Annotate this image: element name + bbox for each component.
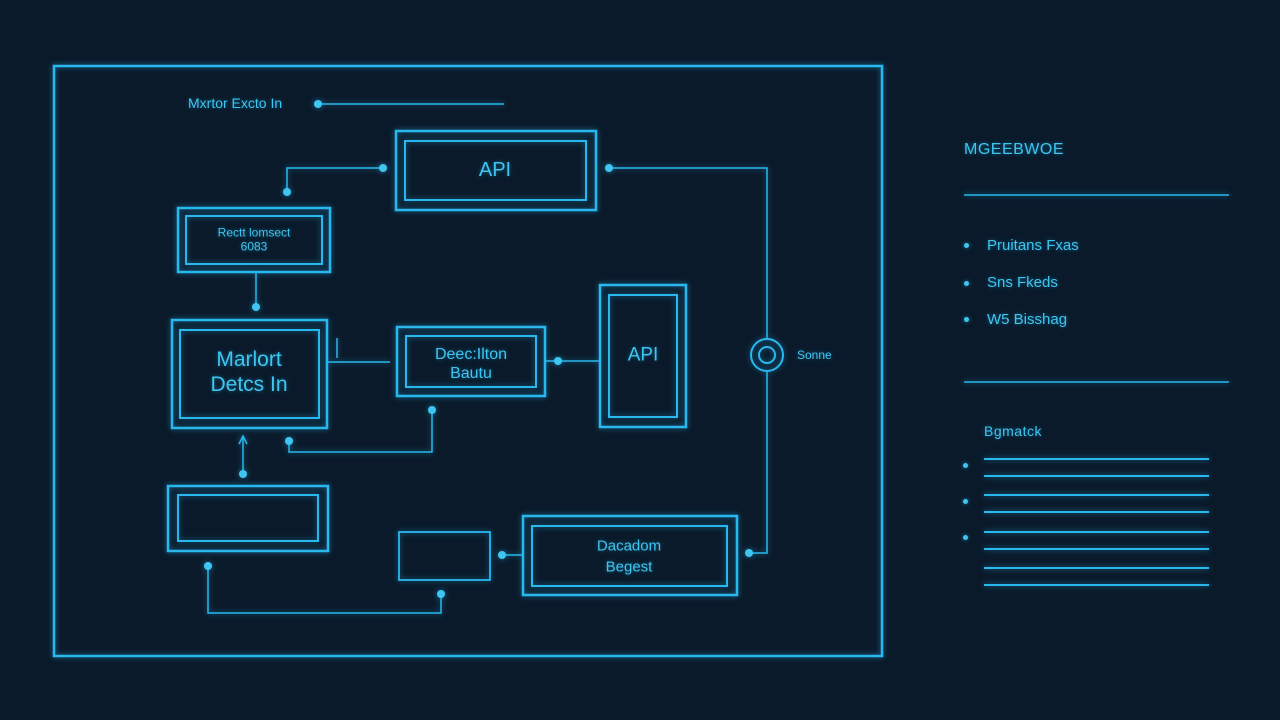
connector-arrow-up [238, 434, 248, 445]
circle-label: Sonne [797, 348, 832, 362]
sidebar-bullet-1 [964, 243, 969, 248]
sidebar-bullet-3 [964, 317, 969, 322]
sidebar-title: MGEEBWOE [964, 141, 1065, 158]
small-box-node [176, 206, 332, 274]
api-right-node [598, 283, 688, 429]
bottom-left-node [166, 484, 330, 553]
circle-node [750, 338, 784, 372]
decision-line1: Deec:Ilton [434, 345, 508, 363]
connector-api-to-smallbox [286, 167, 383, 192]
api-right-text: API [627, 344, 659, 366]
api-top-text: API [478, 159, 512, 181]
sidebar-bullet-2 [964, 281, 969, 286]
header-label: Mxrtor Excto In [188, 95, 283, 111]
sidebar-item-2: Sns Fkeds [987, 274, 1058, 291]
connector-decision-loop [288, 410, 433, 453]
market-label: Marlort Detcs In [210, 347, 287, 397]
sidebar-list-bullet-3 [963, 535, 968, 540]
market-line2: Detcs In [210, 373, 288, 396]
decision-label: Deec:Ilton Bautu [435, 345, 507, 383]
bottom-right-line1: Dacadom [596, 537, 662, 555]
small-box-line1: Rectt lomsect [217, 225, 291, 240]
small-box-label: Rectt lomsect 6083 [218, 226, 291, 255]
api-top-node [394, 129, 598, 212]
connector-bottom-loop [207, 566, 442, 614]
sidebar-list-bullet-2 [963, 499, 968, 504]
sidebar-item-3: W5 Bisshag [987, 311, 1068, 328]
market-line1: Marlort [216, 347, 282, 371]
small-box-line2: 6083 [240, 240, 268, 254]
connector-api-to-circle [609, 167, 768, 339]
sidebar-item-1: Pruitans Fxas [987, 237, 1079, 254]
sidebar-section2-title: Bgmatck [984, 423, 1042, 439]
connectors [207, 167, 768, 614]
bottom-middle-node [398, 531, 491, 581]
market-node [170, 318, 329, 430]
decision-line2: Bautu [450, 365, 492, 382]
connector-dots [204, 100, 753, 598]
connector-circle-to-bottomright [749, 371, 768, 554]
sidebar-list-bullet-1 [963, 463, 968, 468]
bottom-right-line2: Begest [605, 558, 653, 576]
sidebar-list-lines [984, 458, 1209, 586]
api-top-label: API [479, 158, 511, 182]
main-frame [52, 64, 884, 658]
bottom-right-label: Dacadom Begest [597, 538, 661, 577]
api-right-label: API [628, 345, 659, 368]
